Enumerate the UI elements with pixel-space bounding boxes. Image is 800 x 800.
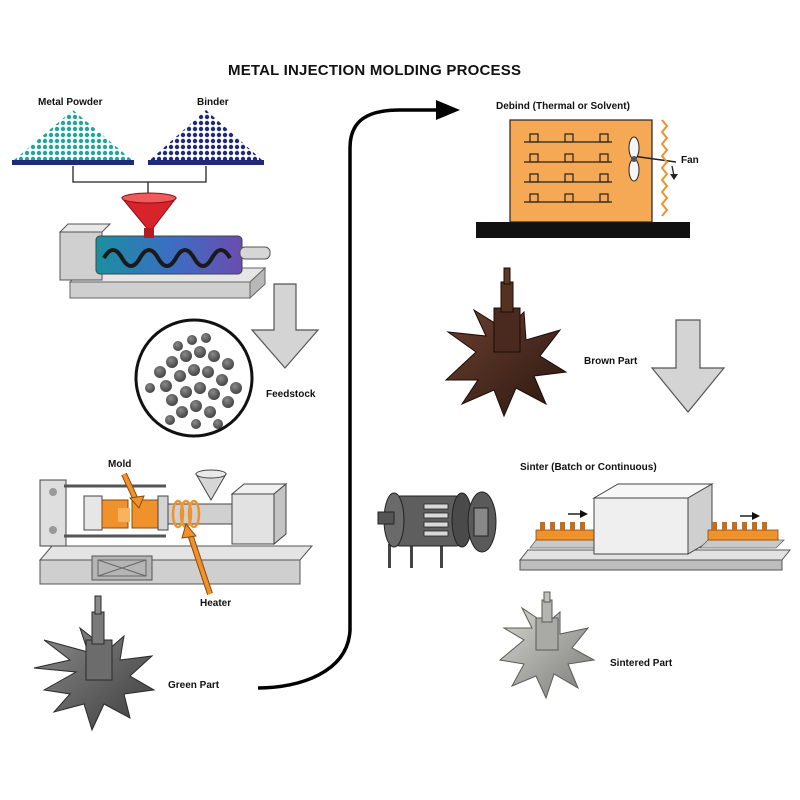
sintered-part-label: Sintered Part: [610, 658, 673, 669]
feedstock-label: Feedstock: [266, 389, 316, 400]
heater-label: Heater: [200, 598, 232, 609]
green-part-impeller: [33, 595, 156, 732]
heater-pointer-arrow: [181, 522, 213, 595]
down-arrow-feedstock: [250, 283, 320, 369]
injection-molding-machine: [38, 469, 314, 585]
continuous-sinter-furnace: [518, 483, 792, 571]
sintered-part-impeller: [498, 591, 596, 700]
metal-powder-pile: [12, 110, 134, 165]
conveyor-parts-left: [529, 522, 603, 549]
sinter-label: Sinter (Batch or Continuous): [520, 462, 657, 473]
debind-label: Debind (Thermal or Solvent): [496, 101, 630, 112]
pile-connector-lines: [72, 166, 207, 196]
fan-icon: [628, 136, 678, 182]
debind-oven: [476, 119, 690, 238]
brown-part-label: Brown Part: [584, 356, 638, 367]
diagram-title: METAL INJECTION MOLDING PROCESS: [228, 62, 522, 79]
heat-waves: [660, 119, 669, 217]
binder-label: Binder: [197, 97, 229, 108]
brown-part-impeller: [444, 267, 568, 418]
down-arrow-sinter: [650, 319, 726, 413]
mold-label: Mold: [108, 459, 132, 470]
mold-pointer-arrow: [121, 472, 145, 509]
batch-sinter-furnace: [377, 491, 497, 568]
metal-powder-label: Metal Powder: [38, 97, 103, 108]
feedstock-pellets: [134, 318, 254, 438]
furnace-rack: [423, 503, 449, 537]
mixing-barrel-machine: [58, 192, 271, 300]
conveyor-parts-right: [699, 522, 785, 549]
green-part-label: Green Part: [168, 680, 220, 691]
conveyor-direction-arrows: [568, 510, 760, 520]
process-flow-arrow: [257, 100, 460, 690]
fan-label: Fan: [681, 155, 699, 166]
binder-pile: [148, 110, 264, 165]
